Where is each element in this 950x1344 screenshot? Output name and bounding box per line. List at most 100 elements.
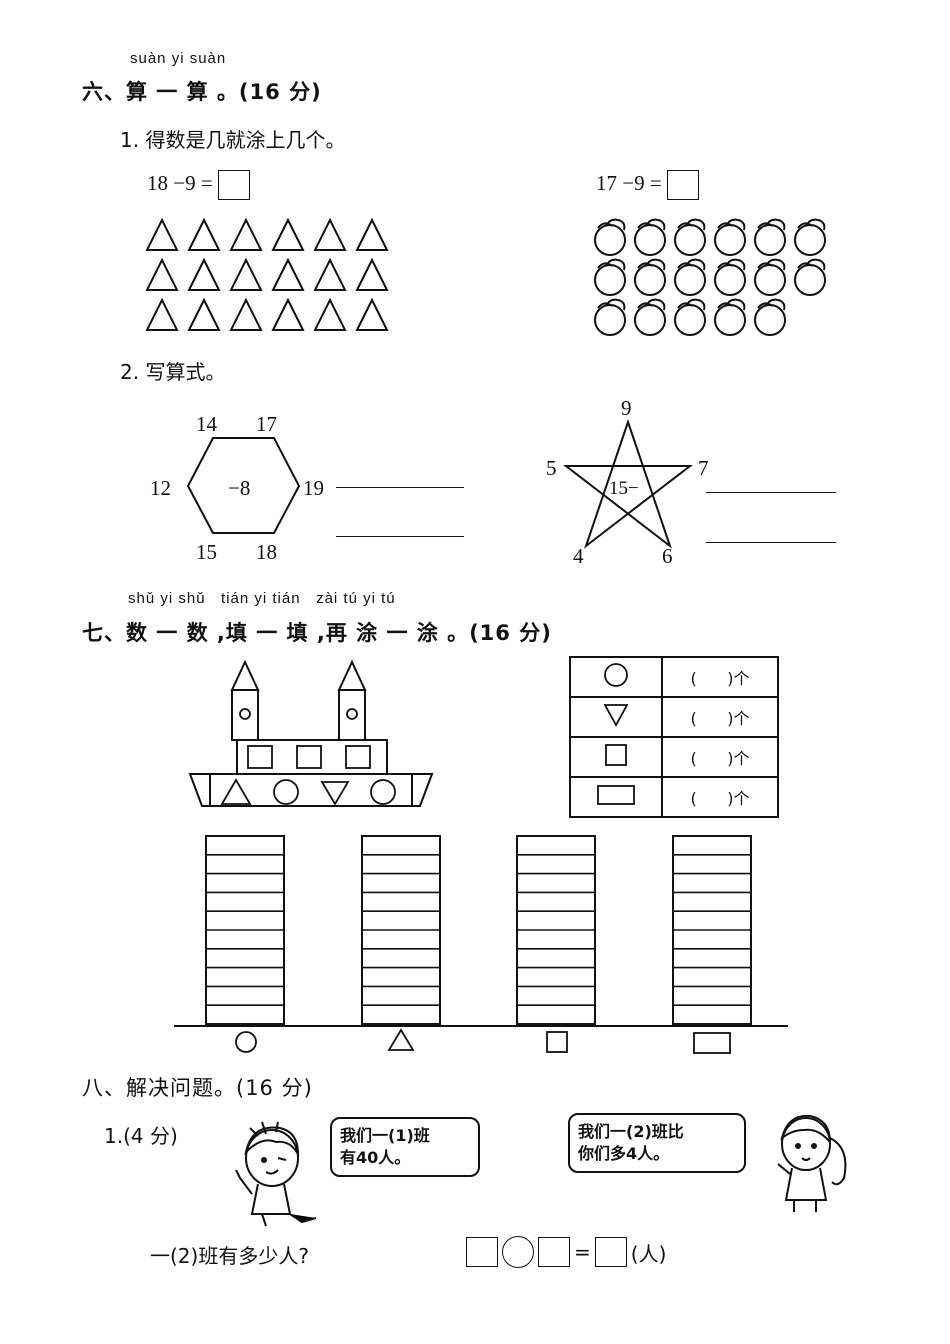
boy-bubble-line2: 有40人。 [340, 1148, 411, 1167]
girl-figure [777, 1114, 847, 1212]
triangle-mark[interactable] [313, 217, 347, 251]
boy-figure [235, 1121, 317, 1227]
coloring-column[interactable] [672, 835, 752, 1025]
girl-bubble-line2: 你们多4人。 [578, 1144, 670, 1163]
left-equation: 18 −9 = [147, 170, 250, 200]
answer-box-2[interactable] [538, 1237, 570, 1267]
right-equation: 17 −9 = [596, 170, 699, 200]
circle-icon [235, 1031, 257, 1053]
answer-box-1[interactable] [466, 1237, 498, 1267]
count-row-circle: ( )个 [569, 656, 779, 698]
apple-icon[interactable] [634, 258, 666, 296]
ship-drawing [188, 659, 434, 807]
coloring-columns [174, 835, 788, 1054]
apple-icon[interactable] [634, 298, 666, 336]
apple-icon[interactable] [754, 218, 786, 256]
triangle-grid [145, 217, 389, 331]
count-row-triangle-blank[interactable]: ( )个 [661, 696, 779, 738]
triangle-mark[interactable] [271, 257, 305, 291]
star-num-4: 4 [573, 544, 584, 568]
sec8-title: 八、解决问题。(16 分) [82, 1076, 313, 1100]
sec6-q2-label: 2. 写算式。 [120, 360, 226, 384]
apple-icon[interactable] [714, 218, 746, 256]
answer-line-star-1[interactable] [706, 492, 836, 493]
triangle-mark[interactable] [145, 257, 179, 291]
sec7-pinyin: shǔ yi shǔ tián yi tián zài tú yi tú [128, 590, 396, 607]
star-num-6: 6 [662, 544, 673, 568]
count-row-triangle-shape [569, 696, 663, 738]
coloring-column[interactable] [361, 835, 441, 1025]
apple-icon[interactable] [674, 218, 706, 256]
count-row-rectangle-blank[interactable]: ( )个 [661, 776, 779, 818]
count-table: ( )个 ( )个 ( )个 ( )个 [569, 656, 779, 818]
coloring-column[interactable] [516, 835, 596, 1025]
apple-icon[interactable] [794, 258, 826, 296]
star-center: 15− [609, 478, 639, 499]
triangle-mark[interactable] [355, 297, 389, 331]
left-equation-text: 18 −9 = [147, 170, 213, 195]
apple-icon[interactable] [714, 298, 746, 336]
sec6-title: 六、算 一 算 。(16 分) [82, 80, 322, 104]
count-row-rectangle-shape [569, 776, 663, 818]
right-equation-text: 17 −9 = [596, 170, 662, 195]
count-row-square-blank[interactable]: ( )个 [661, 736, 779, 778]
count-row-rectangle: ( )个 [569, 776, 779, 818]
sec6-q1-label: 1. 得数是几就涂上几个。 [120, 128, 346, 152]
triangle-mark[interactable] [271, 217, 305, 251]
count-row-circle-shape [569, 656, 663, 698]
hex-num-14: 14 [196, 412, 217, 436]
coloring-column[interactable] [205, 835, 285, 1025]
boy-speech-bubble: 我们一(1)班 有40人。 [330, 1117, 480, 1177]
triangle-mark[interactable] [187, 257, 221, 291]
hexagon-shape [186, 437, 301, 534]
hex-num-18: 18 [256, 540, 277, 564]
apple-icon[interactable] [714, 258, 746, 296]
answer-box-3[interactable] [594, 1237, 627, 1267]
apple-icon[interactable] [754, 298, 786, 336]
apple-icon[interactable] [674, 298, 706, 336]
triangle-mark[interactable] [355, 217, 389, 251]
triangle-mark[interactable] [313, 297, 347, 331]
unit-label: (人) [630, 1241, 667, 1266]
sec7-title: 七、数 一 数 ,填 一 填 ,再 涂 一 涂 。(16 分) [82, 621, 552, 645]
triangle-mark[interactable] [187, 297, 221, 331]
triangle-mark[interactable] [229, 257, 263, 291]
hex-num-17: 17 [256, 412, 277, 436]
triangle-mark[interactable] [313, 257, 347, 291]
answer-line-hex-1[interactable] [336, 487, 464, 488]
sec8-q1-label: 1.(4 分) [104, 1124, 178, 1148]
count-row-circle-blank[interactable]: ( )个 [661, 656, 779, 698]
sec8-question: 一(2)班有多少人? [150, 1244, 309, 1268]
apple-icon[interactable] [754, 258, 786, 296]
apple-icon[interactable] [674, 258, 706, 296]
count-row-square: ( )个 [569, 736, 779, 778]
girl-bubble-line1: 我们一(2)班比 [578, 1122, 684, 1141]
triangle-mark[interactable] [271, 297, 305, 331]
triangle-mark[interactable] [187, 217, 221, 251]
triangle-mark[interactable] [355, 257, 389, 291]
operator-circle-icon[interactable] [502, 1236, 534, 1268]
rectangle-icon [693, 1032, 731, 1054]
square-icon [546, 1031, 568, 1053]
answer-line-hex-2[interactable] [336, 536, 464, 537]
triangle-icon [387, 1028, 415, 1051]
star-num-9: 9 [621, 396, 632, 420]
apple-icon[interactable] [594, 218, 626, 256]
answer-box-left[interactable] [217, 170, 250, 200]
hex-num-19: 19 [303, 476, 324, 500]
sec6-pinyin: suàn yi suàn [130, 50, 227, 67]
star-shape [563, 418, 693, 549]
apple-icon[interactable] [594, 258, 626, 296]
hex-num-15: 15 [196, 540, 217, 564]
triangle-mark[interactable] [229, 217, 263, 251]
answer-line-star-2[interactable] [706, 542, 836, 543]
apple-icon[interactable] [634, 218, 666, 256]
apple-icon[interactable] [794, 218, 826, 256]
answer-box-right[interactable] [666, 170, 699, 200]
triangle-mark[interactable] [145, 217, 179, 251]
apple-icon[interactable] [594, 298, 626, 336]
answer-equation: = (人) [466, 1236, 666, 1268]
triangle-mark[interactable] [145, 297, 179, 331]
triangle-mark[interactable] [229, 297, 263, 331]
boy-bubble-line1: 我们一(1)班 [340, 1126, 430, 1145]
